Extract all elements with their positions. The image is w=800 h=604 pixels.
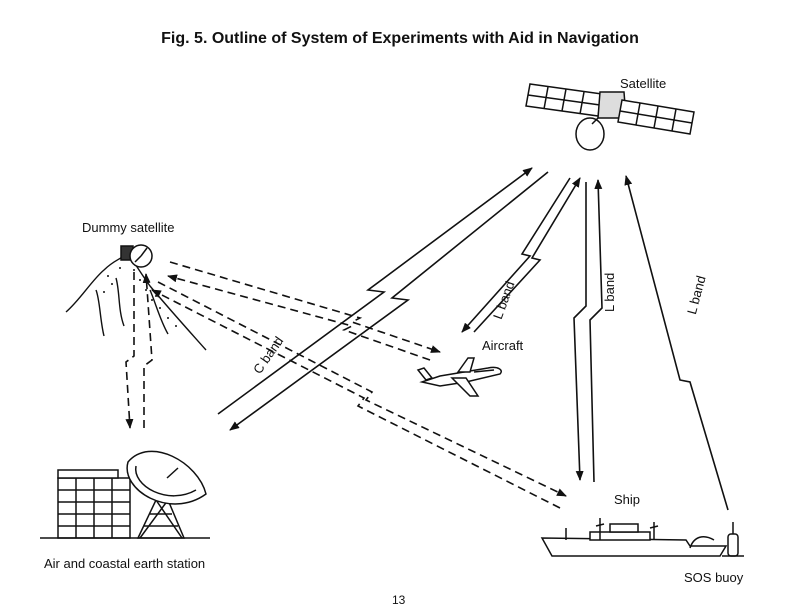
link-dummy-to-earth-station [125,272,135,429]
dummy-satellite-antenna-icon [120,244,153,268]
satellite-icon [525,83,695,151]
link-satellite-to-ship [573,182,587,481]
earth-station-icon [40,450,210,539]
link-ship-to-satellite [589,179,603,483]
link-dummy-to-ship [157,281,567,497]
link-satellite-to-earth [229,171,549,431]
sos-buoy-label: SOS buoy [684,570,744,585]
l-band-ship-label: L band [602,272,617,312]
figure-title: Fig. 5. Outline of System of Experiments… [161,30,639,47]
dashed-links [125,261,567,509]
link-earth-to-satellite [217,167,533,415]
signal-links [217,167,729,511]
link-aircraft-to-dummy [167,274,431,361]
ship-label: Ship [614,492,641,507]
link-dummy-to-aircraft [169,261,441,353]
aircraft-icon [416,357,502,397]
link-earth-station-to-dummy [142,273,153,428]
sos-buoy-icon [722,522,744,557]
link-aircraft-to-satellite [473,177,581,333]
ship-icon [540,518,728,557]
earth-station-label: Air and coastal earth station [44,556,206,571]
link-buoy-to-satellite [624,175,729,511]
dummy-satellite-label: Dummy satellite [82,220,175,235]
link-satellite-to-aircraft [461,177,571,333]
satellite-label: Satellite [620,76,667,91]
aircraft-label: Aircraft [482,338,524,353]
link-ship-to-dummy [151,289,561,509]
page-number: 13 [392,594,406,604]
mountain-icon [65,255,207,351]
